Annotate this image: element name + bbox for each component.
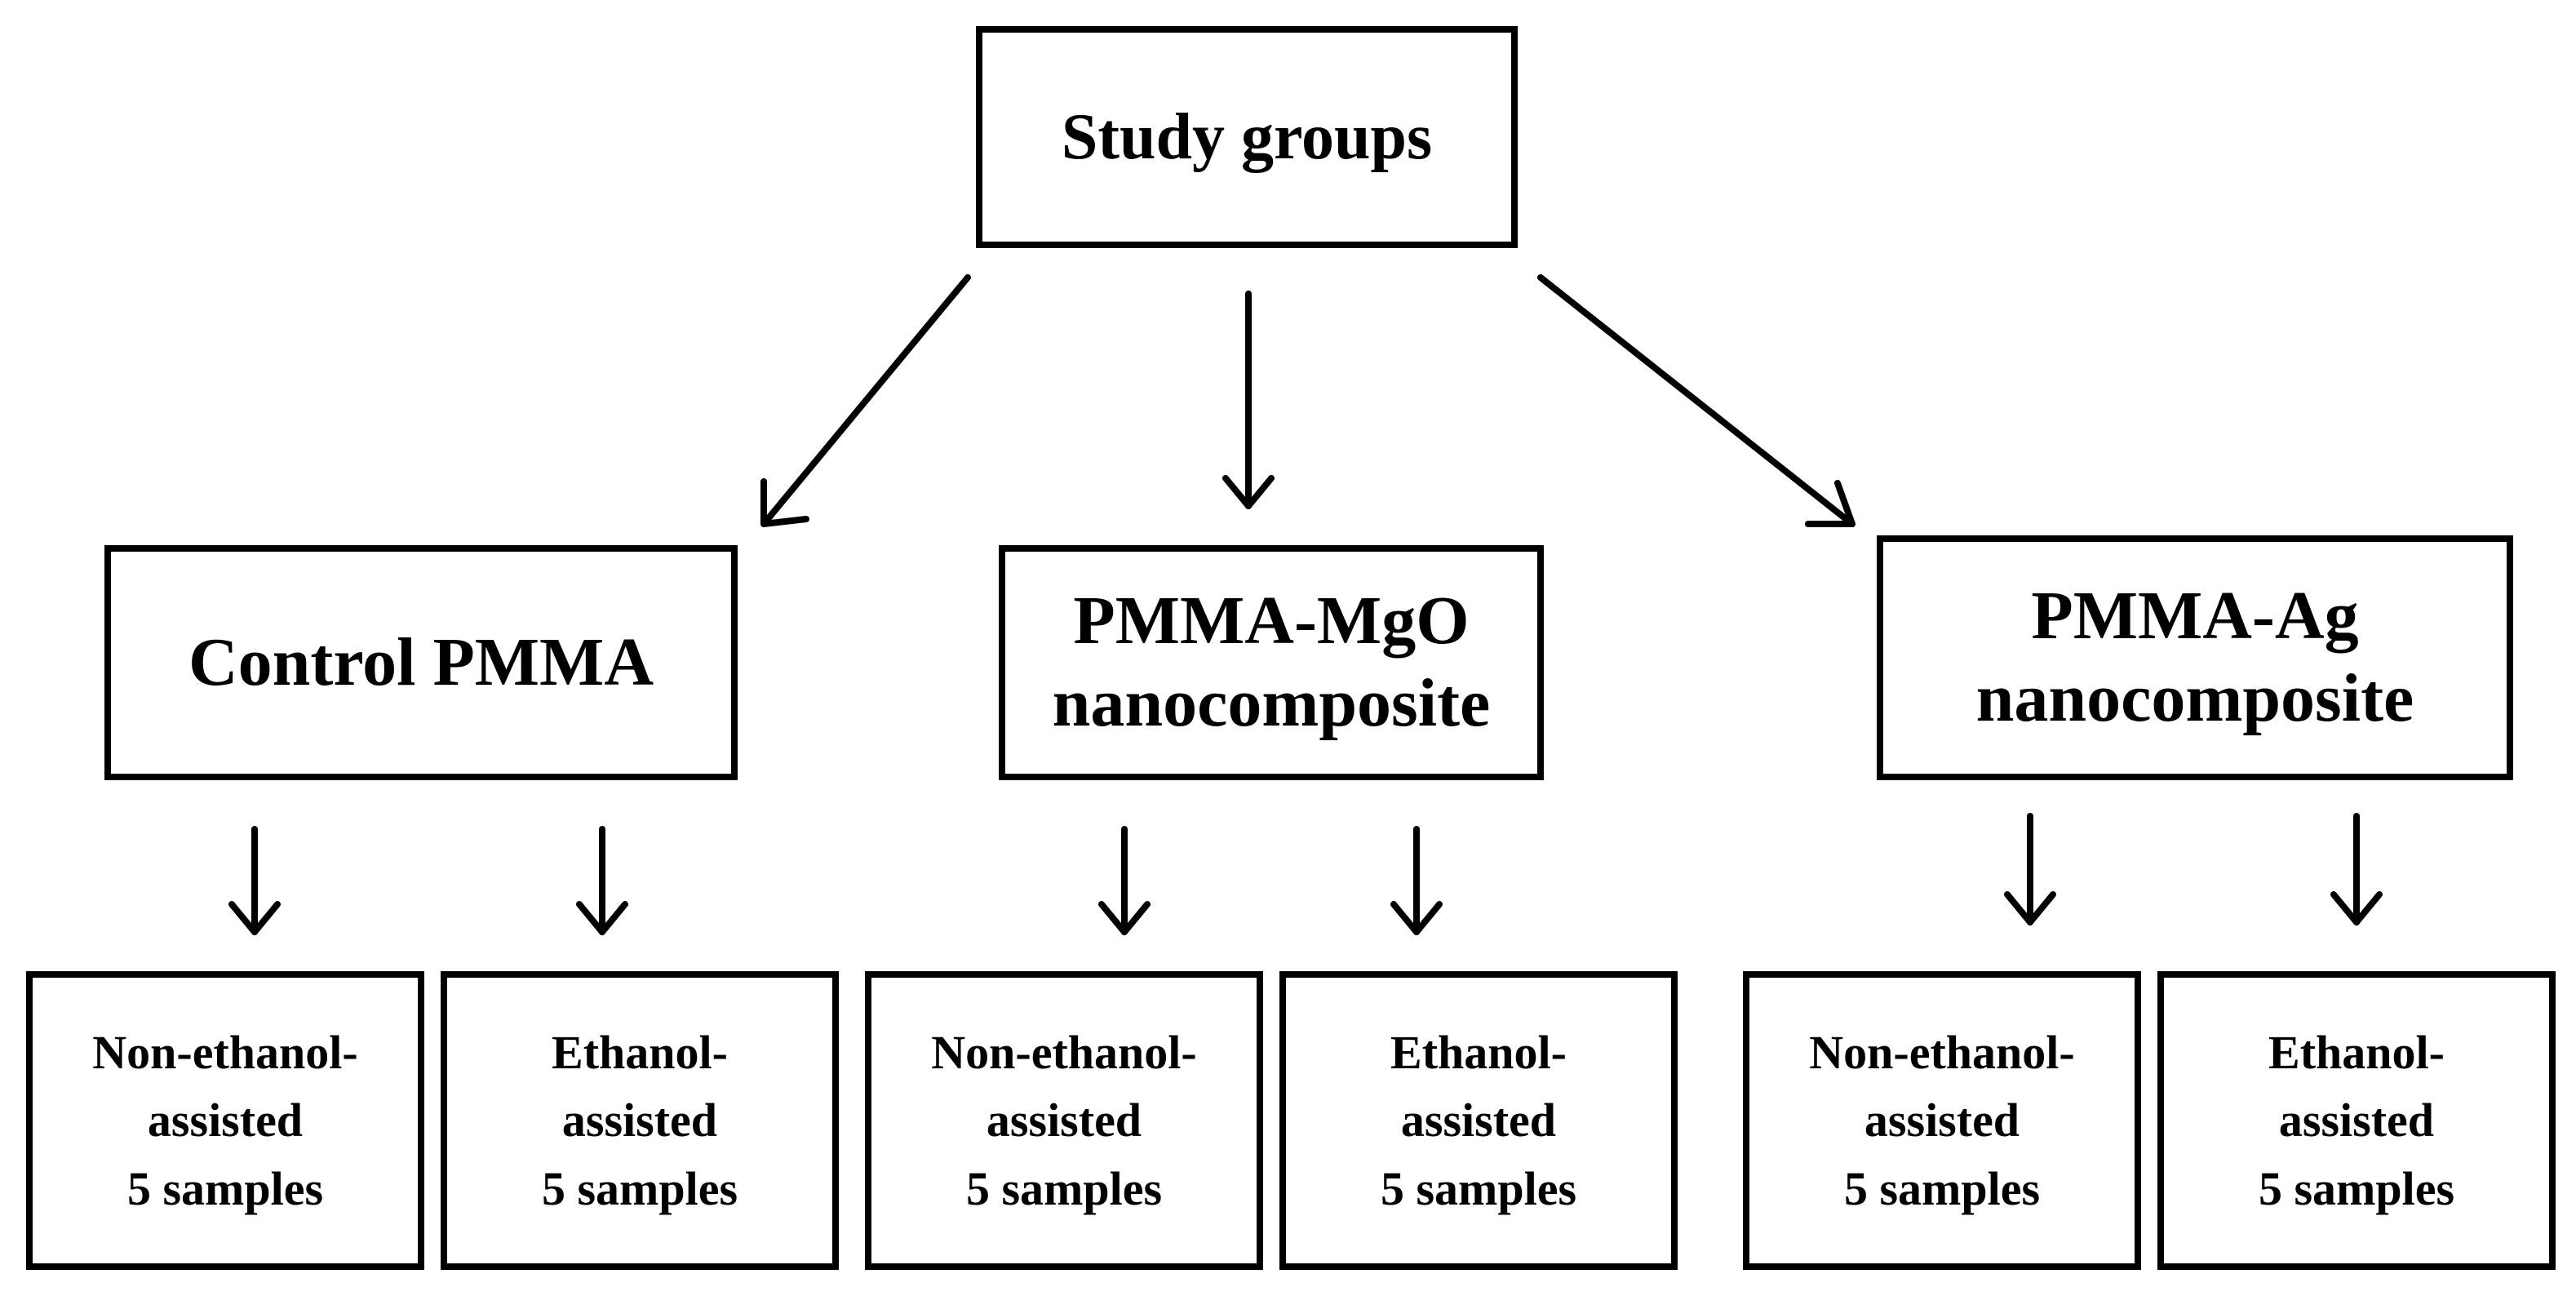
leaf-label: Ethanol- assisted 5 samples xyxy=(2258,1025,2455,1215)
leaf-box-ag-non-ethanol: Non-ethanol- assisted 5 samples xyxy=(1743,971,2141,1270)
study-groups-label: Study groups xyxy=(1061,101,1433,173)
group-box-control-pmma: Control PMMA xyxy=(104,545,738,780)
leaf-label: Ethanol- assisted 5 samples xyxy=(1380,1025,1577,1215)
group-box-pmma-ag: PMMA-Ag nanocomposite xyxy=(1877,535,2513,780)
leaf-box-mgo-ethanol: Ethanol- assisted 5 samples xyxy=(1279,971,1678,1270)
group-label-control-pmma: Control PMMA xyxy=(188,624,654,700)
leaf-box-ag-ethanol: Ethanol- assisted 5 samples xyxy=(2157,971,2556,1270)
arrow-mgo-to-leaf-3 xyxy=(1390,826,1443,935)
arrow-control-to-leaf-0 xyxy=(228,826,281,935)
group-box-pmma-mgo: PMMA-MgO nanocomposite xyxy=(999,545,1544,780)
arrow-ag-to-leaf-5 xyxy=(2330,813,2383,925)
leaf-label: Non-ethanol- assisted 5 samples xyxy=(92,1025,358,1215)
leaf-box-control-non-ethanol: Non-ethanol- assisted 5 samples xyxy=(26,971,424,1270)
leaf-box-mgo-non-ethanol: Non-ethanol- assisted 5 samples xyxy=(865,971,1263,1270)
leaf-box-control-ethanol: Ethanol- assisted 5 samples xyxy=(441,971,839,1270)
arrow-root-to-mgo xyxy=(1222,291,1275,509)
leaf-label: Non-ethanol- assisted 5 samples xyxy=(931,1025,1197,1215)
arrow-mgo-to-leaf-2 xyxy=(1098,826,1151,935)
leaf-label: Ethanol- assisted 5 samples xyxy=(541,1025,738,1215)
arrow-control-to-leaf-1 xyxy=(576,826,628,935)
group-label-pmma-ag: PMMA-Ag nanocomposite xyxy=(1975,578,2414,736)
arrow-root-to-ag xyxy=(1537,274,1856,527)
leaf-label: Non-ethanol- assisted 5 samples xyxy=(1809,1025,2075,1215)
group-label-pmma-mgo: PMMA-MgO nanocomposite xyxy=(1052,583,1491,741)
study-groups-box: Study groups xyxy=(976,26,1518,248)
arrow-ag-to-leaf-4 xyxy=(2004,813,2056,925)
arrow-root-to-control xyxy=(760,274,971,527)
